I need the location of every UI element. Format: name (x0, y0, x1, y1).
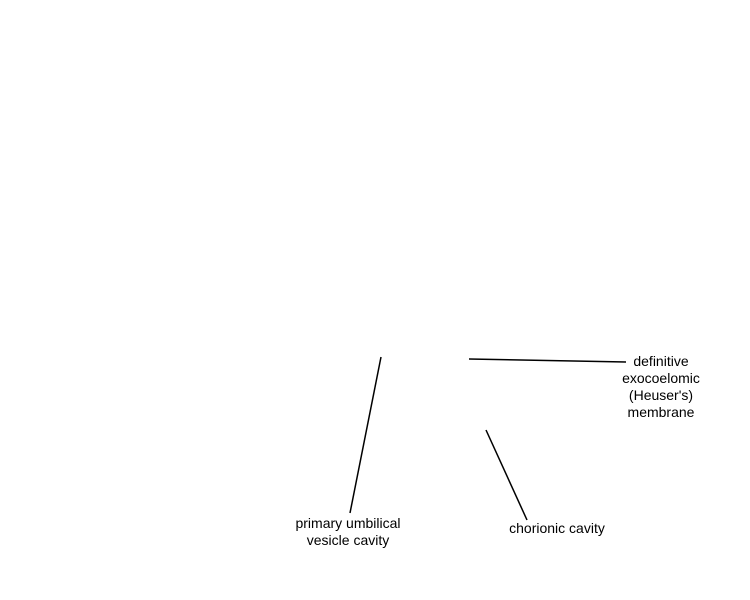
leader-line-umbilical-vesicle (349, 356, 382, 514)
label-line: membrane (627, 404, 695, 420)
label-line: chorionic cavity (509, 520, 605, 536)
leader-line-heuser-membrane (468, 358, 627, 363)
label-umbilical-vesicle-cavity: primary umbilical vesicle cavity (270, 515, 426, 549)
label-line: primary umbilical (295, 515, 401, 531)
label-line: definitive (633, 353, 689, 369)
label-chorionic-cavity: chorionic cavity (490, 520, 624, 537)
label-heuser-membrane: definitive exocoelomic (Heuser's) membra… (600, 353, 722, 421)
leader-line-chorionic-cavity (485, 429, 528, 521)
label-line: exocoelomic (622, 370, 700, 386)
label-line: vesicle cavity (306, 532, 390, 548)
label-line: (Heuser's) (628, 387, 694, 403)
